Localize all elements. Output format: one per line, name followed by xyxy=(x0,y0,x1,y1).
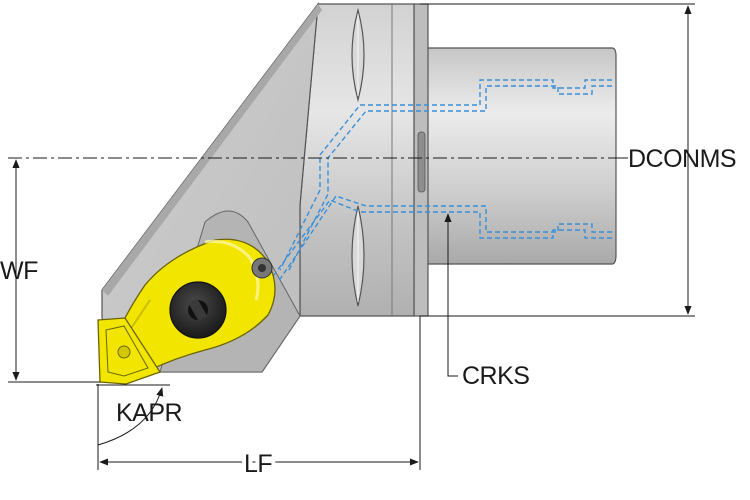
shank xyxy=(424,47,617,265)
cutting-insert xyxy=(97,317,161,385)
head-edge xyxy=(102,4,322,296)
clamp xyxy=(114,238,276,371)
coolant-channels xyxy=(269,79,612,283)
flange-slot xyxy=(417,131,426,193)
crks-label: CRKS xyxy=(462,362,529,390)
dconms-label: DCONMS xyxy=(628,145,736,173)
lf-label: LF xyxy=(244,450,272,478)
dimensions xyxy=(8,3,695,470)
kapr-label: KAPR xyxy=(116,399,182,427)
wf-label: WF xyxy=(0,257,38,285)
